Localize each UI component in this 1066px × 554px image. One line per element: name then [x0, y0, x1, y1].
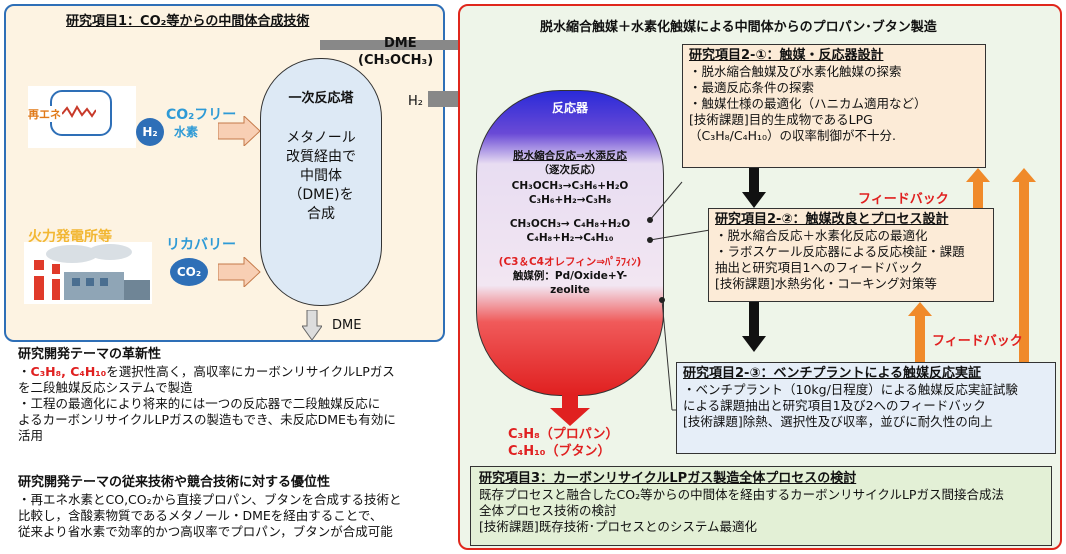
item-2-2-box: 研究項目2-②：触媒改良とプロセス設計 ・脱水縮合反応＋水素化反応の最適化 ・ラ…	[708, 208, 994, 302]
left-panel: 研究項目1：CO₂等からの中間体合成技術 再エネ H₂ CO₂フリー 水素 火力…	[4, 4, 445, 342]
co2-free-label: CO₂フリー	[166, 107, 237, 123]
item-2-3-box: 研究項目2-③：ベンチプラントによる触媒反応実証 ・ベンチプラント（10kg/日…	[676, 362, 1056, 454]
recovery-label: リカバリー	[166, 237, 236, 253]
primary-reactor-title: 一次反応塔	[288, 91, 354, 106]
product-formula: C₃H₈, C₄H₁₀	[30, 364, 107, 379]
advantage-line: 比較し，含酸素物質であるメタノール・DMEを経由することで、	[18, 508, 383, 523]
dme-label: DME	[384, 36, 417, 51]
advantage-line: 従来より省水素で効率的かつ高収率でプロパン，ブタンが合成可能	[18, 524, 393, 539]
item-2-1-box: 研究項目2-①：触媒・反応器設計 ・脱水縮合触媒及び水素化触媒の探索 ・最適反応…	[682, 44, 986, 168]
co2-icon: CO₂	[170, 258, 208, 286]
left-panel-title: 研究項目1：CO₂等からの中間体合成技術	[66, 14, 310, 29]
hydrogen-label: 水素	[174, 125, 199, 139]
innovation-section: 研究開発テーマの革新性 ・C₃H₈, C₄H₁₀を選択性高く，高収率にカーボンリ…	[18, 346, 448, 444]
innovation-line: ・C₃H₈, C₄H₁₀を選択性高く，高収率にカーボンリサイクルLPガス	[18, 364, 395, 379]
advantage-line: ・再エネ水素とCO,CO₂から直接プロパン、ブタンを合成する技術と	[18, 492, 402, 507]
innovation-line: を二段触媒反応システムで製造	[18, 380, 193, 395]
arrow-right-icon	[218, 116, 261, 146]
feedback-arrow-icon	[966, 168, 990, 212]
secondary-reactor-title: 反応器	[551, 101, 588, 115]
renewable-icon-group: 再エネ	[28, 86, 136, 148]
feedback-arrow-icon	[1012, 168, 1036, 364]
reaction-list: 脱水縮合反応⇒水添反応 （逐次反応） CH₃OCH₃→C₃H₆+H₂O C₃H₆…	[498, 150, 642, 296]
power-plant-label: 火力発電所等	[28, 229, 112, 245]
innovation-line: 活用	[18, 428, 44, 443]
product-labels: C₃H₈（プロパン） C₄H₁₀（ブタン）	[508, 427, 619, 459]
wave-icon	[62, 105, 96, 118]
power-plant-icon	[24, 242, 152, 304]
advantage-section: 研究開発テーマの従来技術や競合技術に対する優位性 ・再エネ水素とCO,CO₂から…	[18, 474, 448, 540]
arrow-down-icon	[742, 168, 766, 208]
dme-output-label: DME	[332, 318, 362, 333]
item-3-title: 研究項目3：カーボンリサイクルLPガス製造全体プロセスの検討	[479, 471, 857, 486]
h2-label: H₂	[408, 94, 423, 109]
renewable-label: 再エネ	[28, 106, 61, 122]
primary-reactor: 一次反応塔 メタノール 改質経由で 中間体 （DME)を 合成	[260, 58, 382, 306]
arrow-down-icon	[302, 310, 322, 340]
item-2-2-title: 研究項目2-②：触媒改良とプロセス設計	[715, 212, 949, 227]
innovation-title: 研究開発テーマの革新性	[18, 347, 162, 362]
arrow-right-icon	[218, 257, 261, 287]
feedback-label: フィードバック	[858, 192, 949, 207]
secondary-reactor: 反応器 脱水縮合反応⇒水添反応 （逐次反応） CH₃OCH₃→C₃H₆+H₂O …	[476, 90, 664, 396]
item-2-1-title: 研究項目2-①：触媒・反応器設計	[689, 48, 884, 63]
advantage-title: 研究開発テーマの従来技術や競合技術に対する優位性	[18, 475, 331, 490]
dme-formula-label: (CH₃OCH₃)	[358, 53, 434, 68]
arrow-down-icon	[742, 302, 766, 352]
innovation-line: よるカーボンリサイクルLPガスの製造もでき、未反応DMEも有効に	[18, 412, 396, 427]
primary-reactor-body: メタノール 改質経由で 中間体 （DME)を 合成	[286, 130, 356, 222]
item-2-3-title: 研究項目2-③：ベンチプラントによる触媒反応実証	[683, 366, 982, 381]
product-arrow-icon	[550, 394, 590, 426]
right-panel-title: 脱水縮合触媒＋水素化触媒による中間体からのプロパン･ブタン製造	[540, 20, 937, 35]
innovation-line: ・工程の最適化により将来的には一つの反応器で二段触媒反応に	[18, 396, 381, 411]
feedback-arrow-icon	[908, 302, 932, 364]
feedback-label: フィードバック	[932, 334, 1023, 349]
item-3-box: 研究項目3：カーボンリサイクルLPガス製造全体プロセスの検討 既存プロセスと融合…	[470, 466, 1052, 546]
h2-icon: H₂	[136, 118, 164, 146]
